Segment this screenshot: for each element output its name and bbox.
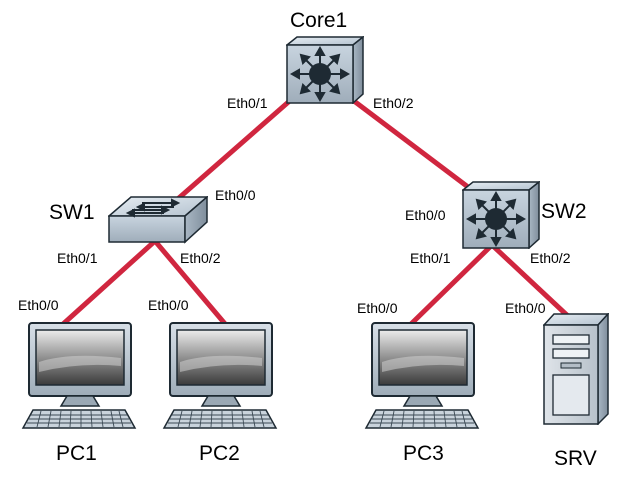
link-core1-sw1 — [170, 96, 295, 206]
port-label-sw2-eth0-1: Eth0/1 — [410, 250, 451, 266]
pc2-workstation-icon[interactable] — [160, 322, 280, 430]
port-label-sw2-eth0-0: Eth0/0 — [405, 207, 446, 223]
port-label-pc3-eth0-0: Eth0/0 — [357, 300, 398, 316]
link-sw1-pc2 — [153, 239, 228, 327]
device-label-pc2: PC2 — [199, 442, 240, 465]
port-label-sw1-eth0-2: Eth0/2 — [180, 250, 221, 266]
port-label-pc1-eth0-0: Eth0/0 — [18, 297, 59, 313]
port-label-sw2-eth0-2: Eth0/2 — [530, 250, 571, 266]
link-sw1-pc1 — [60, 239, 157, 327]
device-label-sw2: SW2 — [541, 200, 587, 223]
link-sw2-pc3 — [408, 243, 494, 327]
sw2-multilayer-switch-icon[interactable] — [462, 181, 540, 249]
port-label-srv-eth0-0: Eth0/0 — [505, 300, 546, 316]
sw1-workgroup-switch-icon[interactable] — [108, 196, 208, 244]
device-label-sw1: SW1 — [49, 201, 95, 224]
device-label-pc1: PC1 — [56, 442, 97, 465]
pc1-workstation-icon[interactable] — [19, 322, 139, 430]
port-label-core1-eth0-2: Eth0/2 — [373, 95, 414, 111]
core1-multilayer-switch-icon[interactable] — [286, 36, 364, 104]
port-label-pc2-eth0-0: Eth0/0 — [148, 297, 189, 313]
port-label-sw1-eth0-1: Eth0/1 — [57, 250, 98, 266]
link-sw2-srv — [490, 243, 572, 320]
link-core1-sw2 — [348, 96, 474, 192]
port-label-sw1-eth0-0: Eth0/0 — [215, 187, 256, 203]
srv-server-icon[interactable] — [543, 313, 609, 425]
device-label-pc3: PC3 — [403, 442, 444, 465]
port-label-core1-eth0-1: Eth0/1 — [227, 95, 268, 111]
device-label-core1: Core1 — [290, 9, 348, 32]
device-label-srv: SRV — [554, 447, 597, 470]
pc3-workstation-icon[interactable] — [362, 322, 482, 430]
